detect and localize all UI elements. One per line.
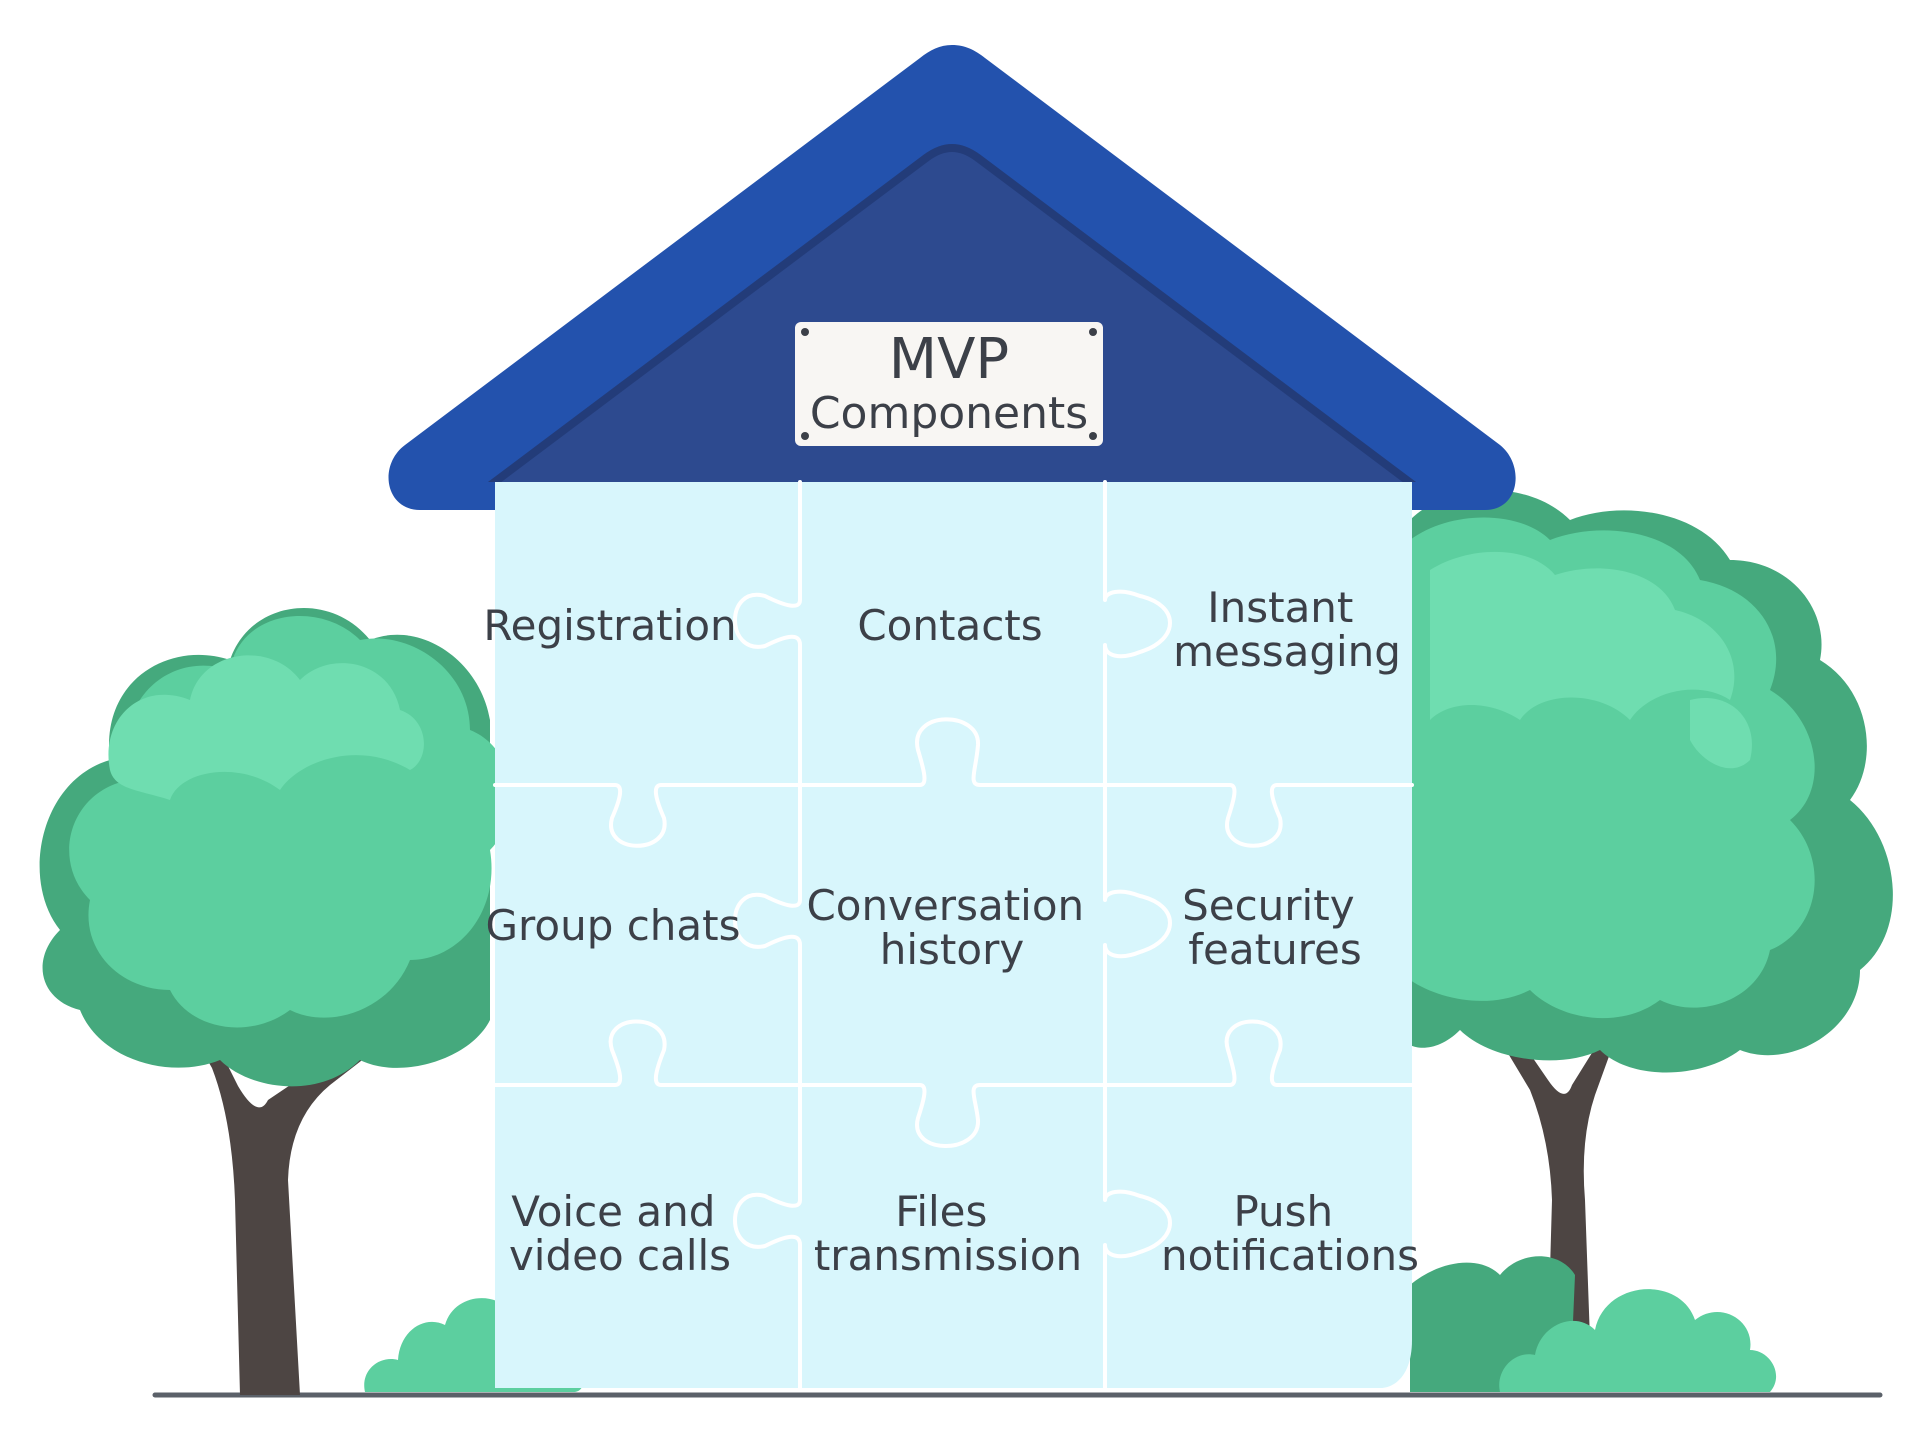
roof-inner-shadow <box>481 143 1423 494</box>
seam-vertical-1 <box>733 480 802 1390</box>
puzzle-piece-security-features: Security features <box>1182 881 1368 974</box>
seam-horizontal-2 <box>493 1019 1414 1148</box>
sign-bolt-icon <box>1089 328 1097 336</box>
sign: MVP Components <box>795 322 1103 446</box>
puzzle-piece-registration: Registration <box>483 601 736 650</box>
right-tree-foliage-light <box>1430 551 1735 720</box>
roof-eave <box>420 482 495 510</box>
sign-board <box>795 322 1103 446</box>
puzzle-piece-instant-messaging: Instant messaging <box>1173 583 1401 676</box>
puzzle-piece-contacts: Contacts <box>857 601 1042 650</box>
left-tree-foliage-light <box>108 655 424 800</box>
sign-bolt-icon <box>801 328 809 336</box>
puzzle-background <box>495 482 1412 1388</box>
puzzle-wall: Registration Contacts Instant messaging … <box>420 480 1485 1390</box>
puzzle-piece-voice-video-calls: Voice and video calls <box>509 1187 731 1280</box>
puzzle-piece-files-transmission: Files transmission <box>814 1187 1082 1280</box>
puzzle-seams <box>493 480 1414 1390</box>
right-tree-icon <box>1410 490 1893 1340</box>
sign-subtitle: Components <box>810 388 1088 439</box>
left-tree-icon <box>39 607 511 1395</box>
seam-vertical-2 <box>1103 480 1172 1390</box>
right-tree-foliage-accent <box>1690 698 1752 769</box>
sign-bolt-icon <box>1089 432 1097 440</box>
roof-eave-right <box>1412 482 1485 510</box>
right-tree-trunk <box>1500 1032 1612 1340</box>
roof-inner <box>484 148 1420 490</box>
left-tree-trunk <box>196 1034 370 1395</box>
puzzle-piece-push-notifications: Push notifications <box>1161 1187 1419 1280</box>
right-bush-front <box>1499 1289 1777 1392</box>
seam-horizontal-1 <box>493 717 1414 848</box>
sign-title: MVP <box>889 327 1009 392</box>
puzzle-piece-group-chats: Group chats <box>485 901 740 950</box>
puzzle-piece-conversation-history: Conversation history <box>806 881 1097 974</box>
sign-bolt-icon <box>801 432 809 440</box>
roof <box>388 45 1516 510</box>
